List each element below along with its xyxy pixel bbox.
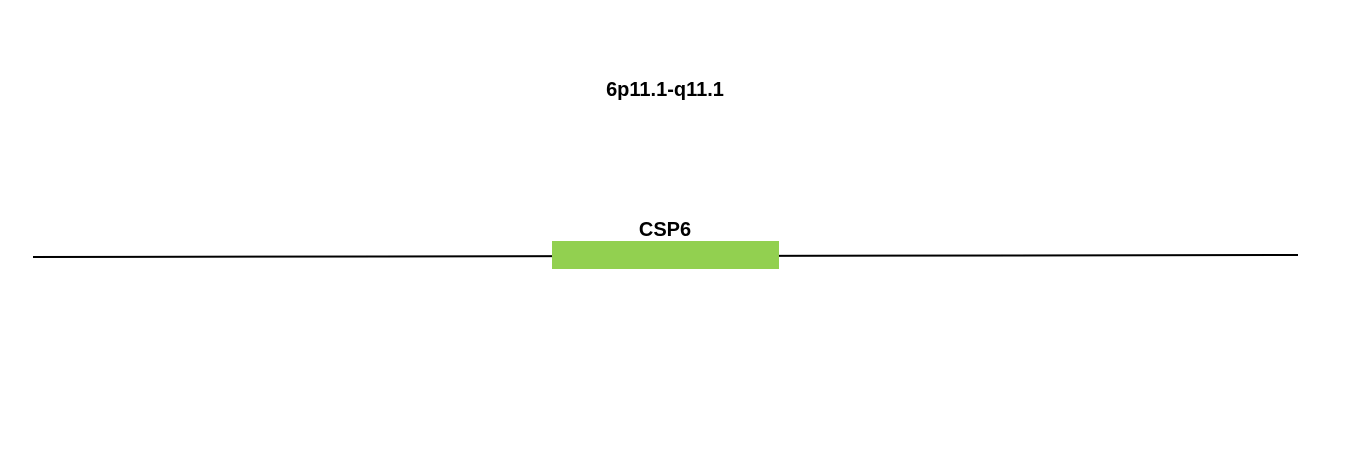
probe-bar-csp6 bbox=[552, 241, 779, 269]
probe-label: CSP6 bbox=[639, 219, 691, 241]
region-label: 6p11.1-q11.1 bbox=[606, 79, 724, 101]
